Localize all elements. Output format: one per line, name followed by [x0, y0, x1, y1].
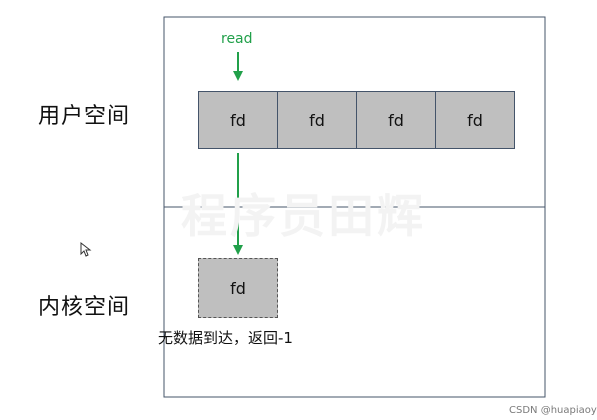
watermark: 程序员田辉 — [181, 189, 426, 243]
user-space-label: 用户空间 — [38, 104, 131, 129]
kernel-space-label: 内核空间 — [38, 295, 131, 320]
user-fd-box: fd — [198, 91, 278, 149]
no-data-note: 无数据到达，返回-1 — [158, 329, 293, 347]
mouse-cursor-icon — [80, 241, 92, 257]
kernel-fd-box: fd — [198, 258, 278, 318]
user-fd-box: fd — [435, 91, 515, 149]
read-label: read — [221, 31, 253, 47]
user-fd-box: fd — [277, 91, 357, 149]
user-fd-box: fd — [356, 91, 436, 149]
csdn-credit: CSDN @huapiaoy — [509, 405, 597, 416]
